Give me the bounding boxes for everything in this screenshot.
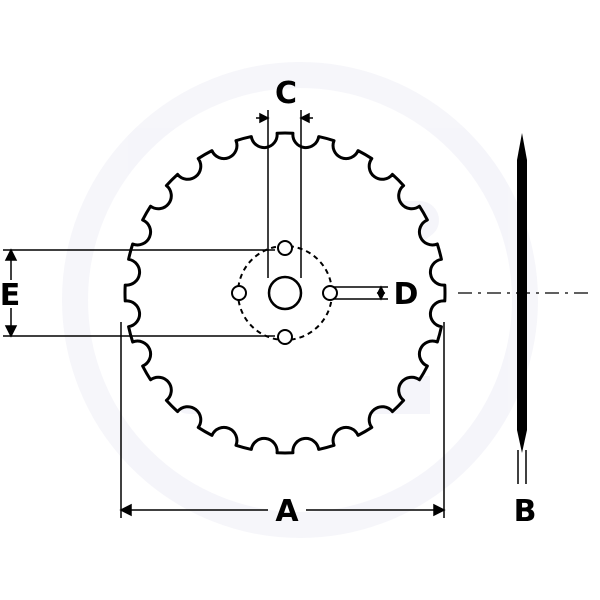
center-hole [267, 275, 303, 311]
dimension-c [256, 110, 313, 278]
dimension-b [517, 450, 527, 484]
bolt-hole-top [277, 240, 293, 256]
bolt-hole-bottom [277, 329, 293, 345]
dimension-a [119, 322, 446, 518]
label-a: A [275, 494, 299, 529]
label-e: E [0, 278, 20, 313]
label-b: B [514, 494, 537, 529]
bolt-hole-right [322, 285, 338, 301]
dimension-e [3, 248, 275, 338]
label-d: D [394, 277, 419, 312]
bolt-hole-left [231, 285, 247, 301]
dimension-d [334, 285, 388, 301]
label-c: C [275, 76, 297, 111]
blade-side-profile [517, 133, 527, 453]
